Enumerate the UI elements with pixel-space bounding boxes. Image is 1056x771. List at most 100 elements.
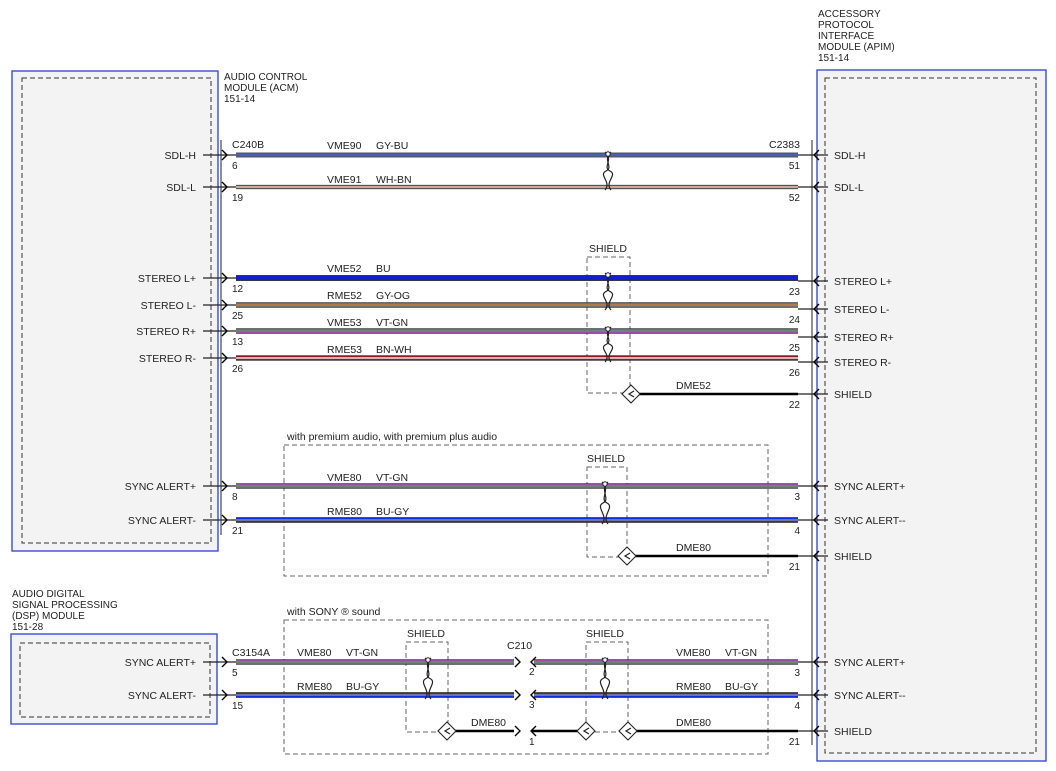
twist-strand-a [604,272,614,311]
dsp-pin-number: 15 [232,701,244,712]
wire-circuit-label: RME52 [327,290,362,302]
apim-pin-number: 21 [789,562,801,573]
pin-arrow-icon [813,181,820,193]
twist-strand-a [601,481,611,525]
shield-label-premium: SHIELD [587,453,625,465]
shield-label-stereo: SHIELD [589,243,627,255]
wire-circuit-label: VME53 [327,317,362,329]
acm-pin-label: SDL-H [164,150,196,162]
shield-ground-icon [576,721,596,741]
drain-circuit-label: DME80 [676,717,711,729]
apim-pin-12: SYNC ALERT--4 [794,689,906,712]
acm-pin-number: 19 [232,193,244,204]
apim-pin-label: SHIELD [834,726,872,738]
acm-pin-8: SYNC ALERT-21 [128,514,244,537]
wire-color-label: GY-BU [376,140,408,152]
wire-circuit-label: RME80 [327,506,362,518]
shield-ground-icon [617,546,637,566]
connector-dsp: C3154A [232,647,270,659]
wire-color-label: VT-GN [725,647,757,659]
drain-wire-2: DME80 [617,542,798,566]
shield-ground-icon [437,721,457,741]
acm-pin-5: STEREO R+ 13 [136,325,244,348]
acm-pin-label: STEREO L- [141,300,197,312]
apim-title-line2: PROTOCOL [818,20,874,31]
twist-strand-a [424,657,434,700]
c210-female-icon [530,725,537,737]
pin-arrow-icon [813,656,820,668]
pin-arrow-icon [813,275,820,287]
twist-end [425,657,431,663]
c210-pin-2: 3 [514,689,537,711]
drain-circuit-label: DME80 [676,542,711,554]
pin-arrow-icon [221,181,228,193]
wire-color-label: VT-GN [376,472,408,484]
acm-pin-number: 13 [232,337,244,348]
apim-pin-8: SYNC ALERT+3 [794,480,905,503]
c210-pin-number: 3 [529,700,535,711]
connector-inline-c210: C210 [507,640,532,652]
acm-pin-7: SYNC ALERT+8 [125,480,238,503]
wire-color-label: WH-BN [376,174,412,186]
ground-chevron-icon [443,727,451,735]
dsp-pin-number: 5 [232,668,238,679]
wire-color-label: BU [376,263,391,275]
apim-pin-number: 25 [789,343,801,354]
connector-acm: C240B [232,139,264,151]
twist-end [605,151,611,157]
c210-pin-number: 2 [529,667,535,678]
apim-pin-number: 4 [794,526,800,537]
wire-color-label: VT-GN [346,647,378,659]
pin-arrow-icon [813,356,820,368]
acm-pin-1: SDL-H6 [164,149,238,172]
twists-layer [422,151,614,700]
wire-circuit-label: VME90 [327,140,362,152]
wire-color-label: BU-GY [725,681,758,693]
acm-pin-4: STEREO L-25 [141,299,244,322]
apim-pin-label: SDL-H [834,150,866,162]
acm-pin-label: STEREO R+ [136,326,196,338]
pin-arrow-icon [813,388,820,400]
drain-wire-3: DME80 [437,717,514,741]
twist-end [602,657,608,663]
c210-pin-1: 2 [514,656,537,678]
twist-end [605,272,611,278]
apim-pin-number: 3 [794,492,800,503]
twist-end [605,326,611,332]
c210-pin-3: 1 [514,725,537,748]
ground-chevron-icon [624,727,632,735]
twisted-pair-icon [422,657,434,700]
wire-color-label: BU-GY [346,681,379,693]
apim-module: ACCESSORY PROTOCOL INTERFACE MODULE (API… [816,9,1047,762]
acm-pin-6: STEREO R-26 [139,352,244,375]
acm-pin-2: SDL-L19 [166,181,244,204]
pin-arrow-icon [813,725,820,737]
apim-pin-label: STEREO R- [834,357,892,369]
apim-pin-4: STEREO L-24 [789,303,890,326]
dsp-pin-label: SYNC ALERT- [128,690,197,702]
apim-pin-9: SYNC ALERT--4 [794,514,906,537]
apim-pin-number: 3 [794,668,800,679]
acm-pin-number: 12 [232,284,244,295]
wire-circuit-label: VME80 [327,472,362,484]
shield-box-sony-right: SHIELD [585,628,629,733]
dsp-module: AUDIO DIGITAL SIGNAL PROCESSING (DSP) MO… [10,589,218,725]
twist-strand-b [602,326,612,363]
dsp-title-line2: SIGNAL PROCESSING [12,600,118,611]
acm-pin-number: 21 [232,526,244,537]
apim-pin-number: 23 [789,287,801,298]
drain-circuit-label: DME52 [676,380,711,392]
pin-arrow-icon [221,352,228,364]
pin-arrow-icon [221,656,228,668]
dsp-title-line1: AUDIO DIGITAL [12,589,85,600]
acm-pin-label: STEREO L+ [138,273,196,285]
sony-sound-label: with SONY ® sound [286,606,380,618]
shield-box-premium: SHIELD [586,453,628,558]
